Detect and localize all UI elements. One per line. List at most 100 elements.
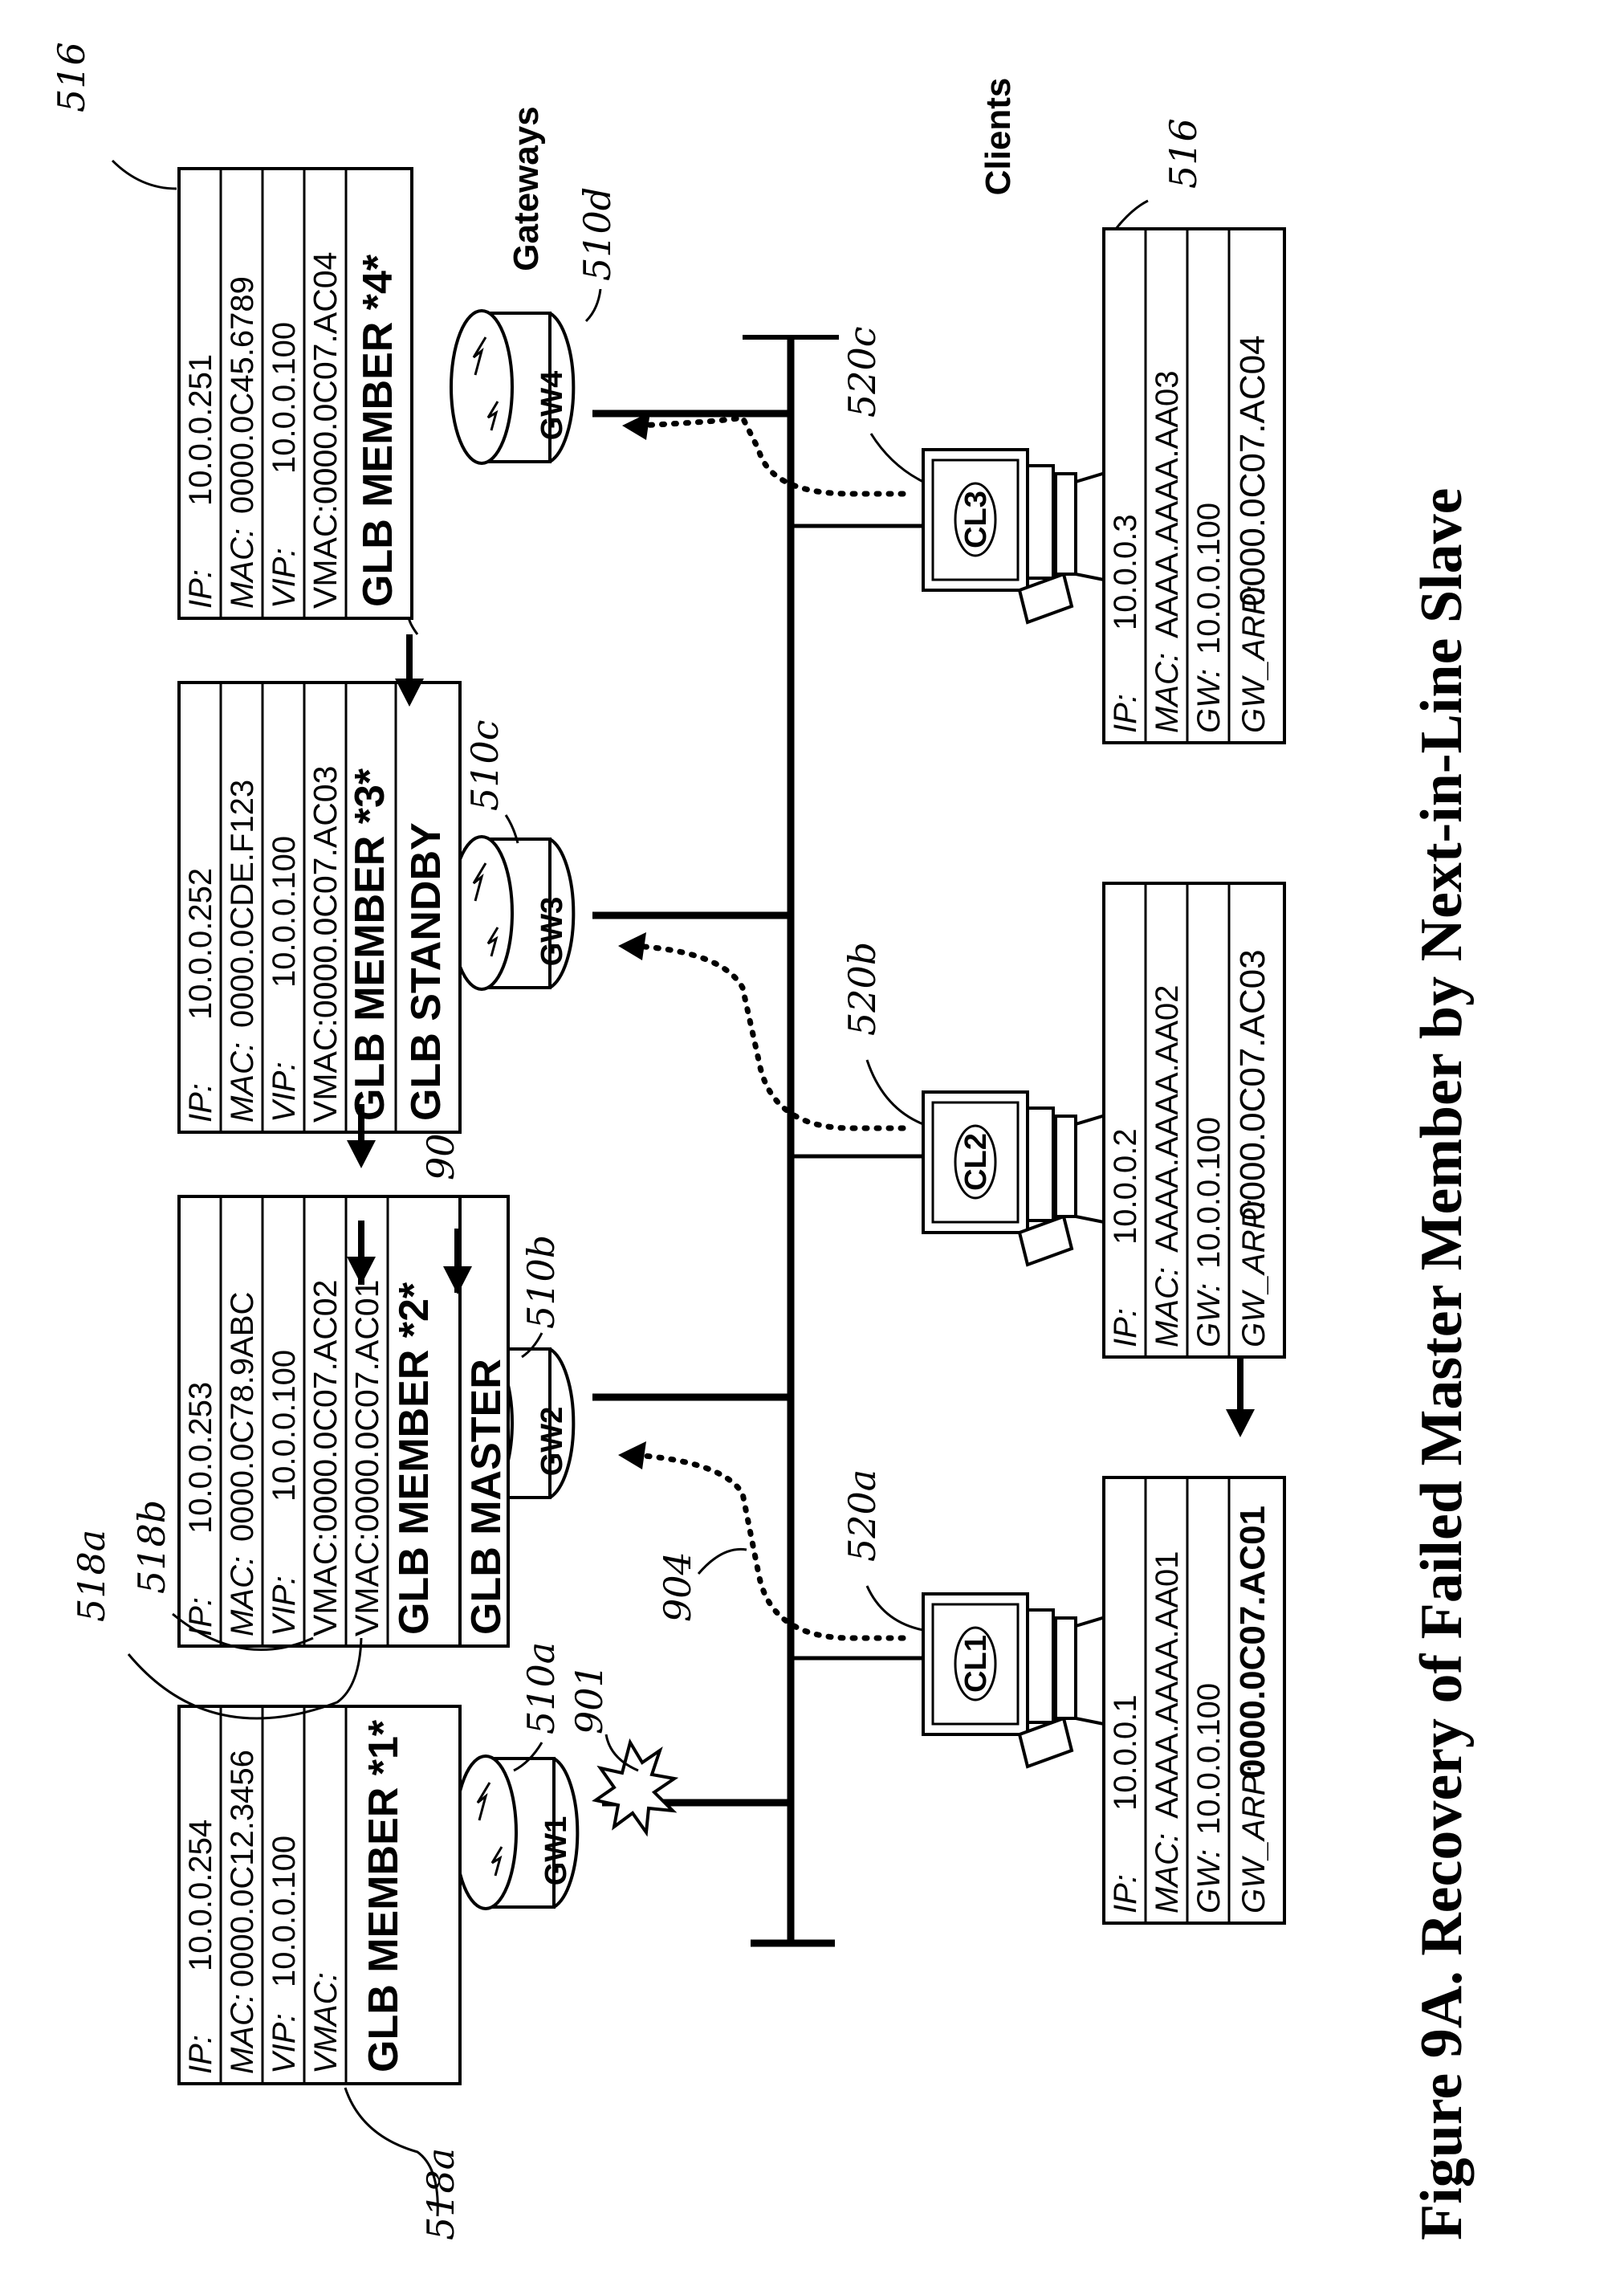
gw1-ip-label: IP: xyxy=(183,2035,218,2074)
section-label-gateways: Gateways xyxy=(507,106,546,271)
gw1-mac-value: 0000.0C12.3456 xyxy=(225,1750,260,1987)
client-computer-3 xyxy=(923,450,1116,622)
client-ref-2-leader xyxy=(867,1060,923,1124)
gw2-mac-label: MAC: xyxy=(225,1556,260,1636)
gw2-status-2: GLB MASTER xyxy=(463,1359,510,1635)
gw3-mac-value: 0000.0CDE.F123 xyxy=(225,780,260,1028)
path-arrowheads xyxy=(618,412,650,1469)
cl1-mac-label: MAC: xyxy=(1150,1833,1185,1913)
gw2-vip-value: 10.0.0.100 xyxy=(267,1350,302,1502)
gateway-label-1: GW1 xyxy=(539,1816,573,1886)
client-table-2: IP: 10.0.0.2 MAC: AAAA.AAAA.AA02 GW: 10.… xyxy=(1104,883,1284,1357)
gw1-mac-label: MAC: xyxy=(225,1994,260,2074)
gw4-ip-label: IP: xyxy=(183,569,218,609)
cl2-ip-value: 10.0.0.2 xyxy=(1108,1128,1143,1245)
cl1-gw-value: 10.0.0.100 xyxy=(1191,1683,1227,1835)
gw2-ip-value: 10.0.0.253 xyxy=(183,1382,218,1534)
client-ref-1-leader xyxy=(867,1586,923,1630)
gateway-table-1: IP: 10.0.0.254 MAC: 0000.0C12.3456 VIP: … xyxy=(179,1706,460,2084)
client-label-1: CL1 xyxy=(959,1635,993,1693)
gateway-ref-3: 510c xyxy=(463,719,507,811)
gw2-ip-label: IP: xyxy=(183,1597,218,1636)
client-computer-1 xyxy=(923,1594,1116,1767)
client-label-3: CL3 xyxy=(959,491,993,548)
cl3-table-ref-leader xyxy=(1116,201,1148,229)
gw4-status-1: GLB MEMBER *4* xyxy=(355,254,401,607)
cl2-mac-value: AAAA.AAAA.AA02 xyxy=(1150,984,1185,1253)
failure-burst-icon xyxy=(596,1742,674,1832)
gateway-table-2: IP: 10.0.0.253 MAC: 0000.0C78.9ABC VIP: … xyxy=(179,1196,460,1646)
cl3-arp-value: 0000.0C07.AC04 xyxy=(1233,335,1272,606)
cl1-arp-label: GW_ARP: xyxy=(1236,1766,1272,1913)
cl2-gw-label: GW: xyxy=(1191,1283,1227,1347)
ref-901: 901 xyxy=(568,1664,611,1734)
cl1-ip-value: 10.0.0.1 xyxy=(1108,1694,1143,1811)
client-ref-3: 520c xyxy=(840,326,884,418)
gw2-status-2-box: GLB MASTER xyxy=(460,1196,510,1646)
gw2-vmac-row-2: VMAC:0000.0C07.AC01 xyxy=(348,1280,385,1636)
gw2-mac-value: 0000.0C78.9ABC xyxy=(225,1292,260,1542)
gateway-ref-1: 510a xyxy=(519,1642,563,1734)
gw2-table-ref-a: 518a xyxy=(70,1530,113,1622)
client-table-1: IP: 10.0.0.1 MAC: AAAA.AAAA.AA01 GW: 10.… xyxy=(1104,1477,1284,1923)
gateway-label-2: GW2 xyxy=(535,1407,569,1477)
cl3-arp-label: GW_ARP: xyxy=(1236,585,1272,733)
client-arrow xyxy=(1226,1357,1255,1437)
gateway-ref-4: 510d xyxy=(576,187,619,281)
client-ref-1: 520a xyxy=(840,1469,884,1562)
cl3-mac-label: MAC: xyxy=(1150,653,1185,733)
gw3-vip-value: 10.0.0.100 xyxy=(267,836,302,988)
gw4-table-ref: 516 xyxy=(50,42,93,112)
client-table-3: IP: 10.0.0.3 MAC: AAAA.AAAA.AA03 GW: 10.… xyxy=(1104,229,1284,743)
cl2-mac-label: MAC: xyxy=(1150,1267,1185,1347)
gateway-label-3: GW3 xyxy=(535,897,569,967)
gw1-vmac-label: VMAC: xyxy=(308,1972,344,2074)
cl3-table-ref: 516 xyxy=(1162,118,1205,189)
gateway-ref-2: 510b xyxy=(519,1235,563,1329)
gw2-vmac-row-1: VMAC:0000.0C07.AC02 xyxy=(307,1280,344,1636)
client-label-2: CL2 xyxy=(959,1133,993,1191)
gateway-ref-4-leader xyxy=(586,289,600,321)
gw3-ip-value: 10.0.0.252 xyxy=(183,868,218,1020)
ref-904: 904 xyxy=(656,1551,699,1622)
ref-904-leader xyxy=(698,1549,747,1574)
gw4-mac-value: 0000.0C45.6789 xyxy=(225,276,260,514)
gw4-ip-value: 10.0.0.251 xyxy=(183,354,218,506)
gateway-table-3: IP: 10.0.0.252 MAC: 0000.0CDE.F123 VIP: … xyxy=(179,683,460,1132)
gw1-vip-label: VIP: xyxy=(267,2013,302,2074)
client-computer-2 xyxy=(923,1092,1116,1265)
gw4-table-ref-leader xyxy=(112,161,177,189)
client-ref-3-leader xyxy=(871,434,923,482)
cl1-arp-value: 0000.0C07.AC01 xyxy=(1233,1506,1272,1779)
cl2-gw-value: 10.0.0.100 xyxy=(1191,1117,1227,1269)
gw2-table-ref-b: 518b xyxy=(130,1500,173,1594)
gw4-vip-label: VIP: xyxy=(267,548,302,609)
gw3-status-2: GLB STANDBY xyxy=(403,822,450,1121)
cl3-ip-label: IP: xyxy=(1108,694,1143,733)
cl3-gw-value: 10.0.0.100 xyxy=(1191,503,1227,654)
gateway-label-4: GW4 xyxy=(535,371,569,441)
cl3-ip-value: 10.0.0.3 xyxy=(1108,514,1143,630)
cl2-arp-value: 0000.0C07.AC03 xyxy=(1233,949,1272,1221)
gw1-vip-value: 10.0.0.100 xyxy=(267,1836,302,1987)
cl1-gw-label: GW: xyxy=(1191,1849,1227,1913)
cl2-ip-label: IP: xyxy=(1108,1308,1143,1347)
gw2-status-1: GLB MEMBER *2* xyxy=(391,1282,438,1635)
cl3-gw-label: GW: xyxy=(1191,669,1227,733)
gw3-vip-label: VIP: xyxy=(267,1062,302,1123)
cl1-mac-value: AAAA.AAAA.AA01 xyxy=(1150,1551,1185,1819)
figure-title: Figure 9A. Recovery of Failed Master Mem… xyxy=(1409,487,1475,2240)
gw4-vip-value: 10.0.0.100 xyxy=(267,322,302,474)
network-bus xyxy=(592,337,931,1943)
client-ref-2: 520b xyxy=(840,942,884,1036)
gw1-status-1: GLB MEMBER *1* xyxy=(360,1719,407,2072)
gw3-ip-label: IP: xyxy=(183,1083,218,1123)
gw1-ip-value: 10.0.0.254 xyxy=(183,1820,218,1971)
cl1-ip-label: IP: xyxy=(1108,1874,1143,1913)
gw3-mac-label: MAC: xyxy=(225,1042,260,1123)
gw3-vmac-row-1: VMAC:0000.0C07.AC03 xyxy=(307,766,344,1123)
gw2-vip-label: VIP: xyxy=(267,1575,302,1636)
gw4-mac-label: MAC: xyxy=(225,528,260,609)
cl3-mac-value: AAAA.AAAA.AA03 xyxy=(1150,370,1185,638)
